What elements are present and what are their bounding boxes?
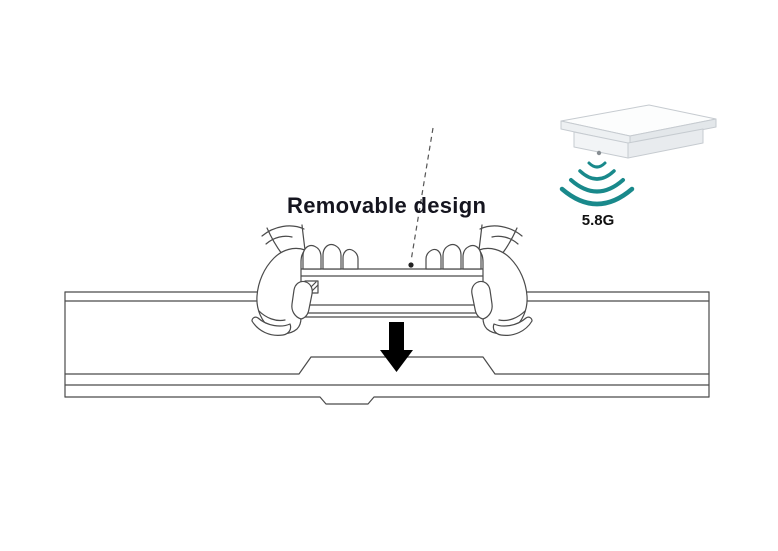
ceiling-cross-section bbox=[64, 291, 710, 405]
signal-frequency-label: 5.8G bbox=[581, 212, 615, 229]
callout-dashed-line bbox=[408, 127, 434, 268]
down-arrow-icon bbox=[380, 322, 413, 372]
device-3d-render bbox=[560, 104, 717, 159]
callout-dot bbox=[408, 262, 414, 268]
diagram-title: Removable design bbox=[287, 193, 487, 218]
signal-waves-icon bbox=[559, 161, 635, 207]
sensor-dot bbox=[596, 150, 602, 156]
module-drawing bbox=[285, 268, 499, 318]
recess-profile bbox=[64, 356, 710, 375]
